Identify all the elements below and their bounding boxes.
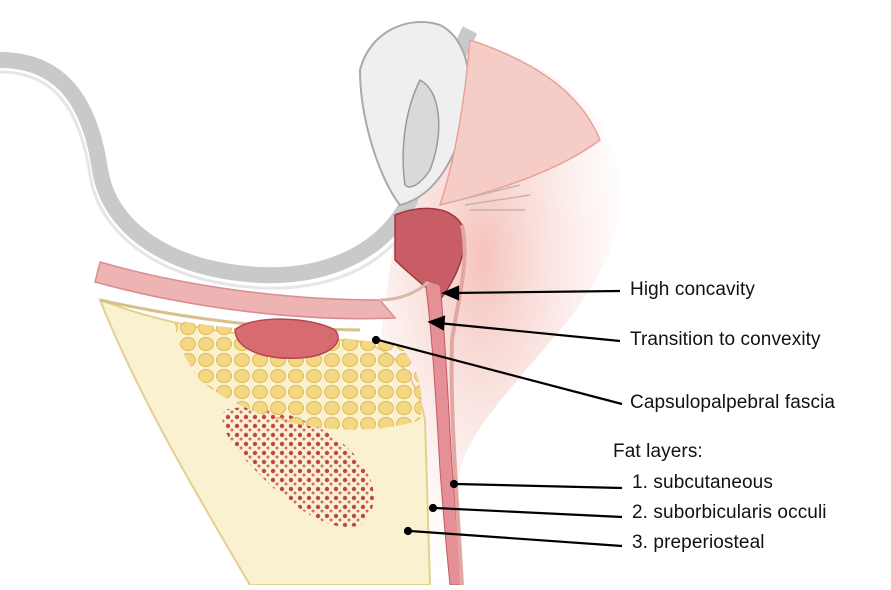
label-fat-layers-heading: Fat layers: <box>613 441 703 463</box>
leader-fat-2 <box>435 508 622 517</box>
label-transition-to-convexity: Transition to convexity <box>630 329 821 351</box>
label-fat-suborbicularis: 2. suborbicularis occuli <box>632 502 827 524</box>
label-high-concavity: High concavity <box>630 279 755 301</box>
dot-capsulopalpebral <box>373 337 379 343</box>
dot-fat-3 <box>405 528 411 534</box>
label-fat-subcutaneous: 1. subcutaneous <box>632 472 773 494</box>
label-capsulopalpebral-fascia: Capsulopalpebral fascia <box>630 392 835 414</box>
leader-fat-1 <box>456 484 622 488</box>
dot-fat-2 <box>430 505 436 511</box>
label-fat-preperiosteal: 3. preperiosteal <box>632 532 765 554</box>
dot-fat-1 <box>451 481 457 487</box>
